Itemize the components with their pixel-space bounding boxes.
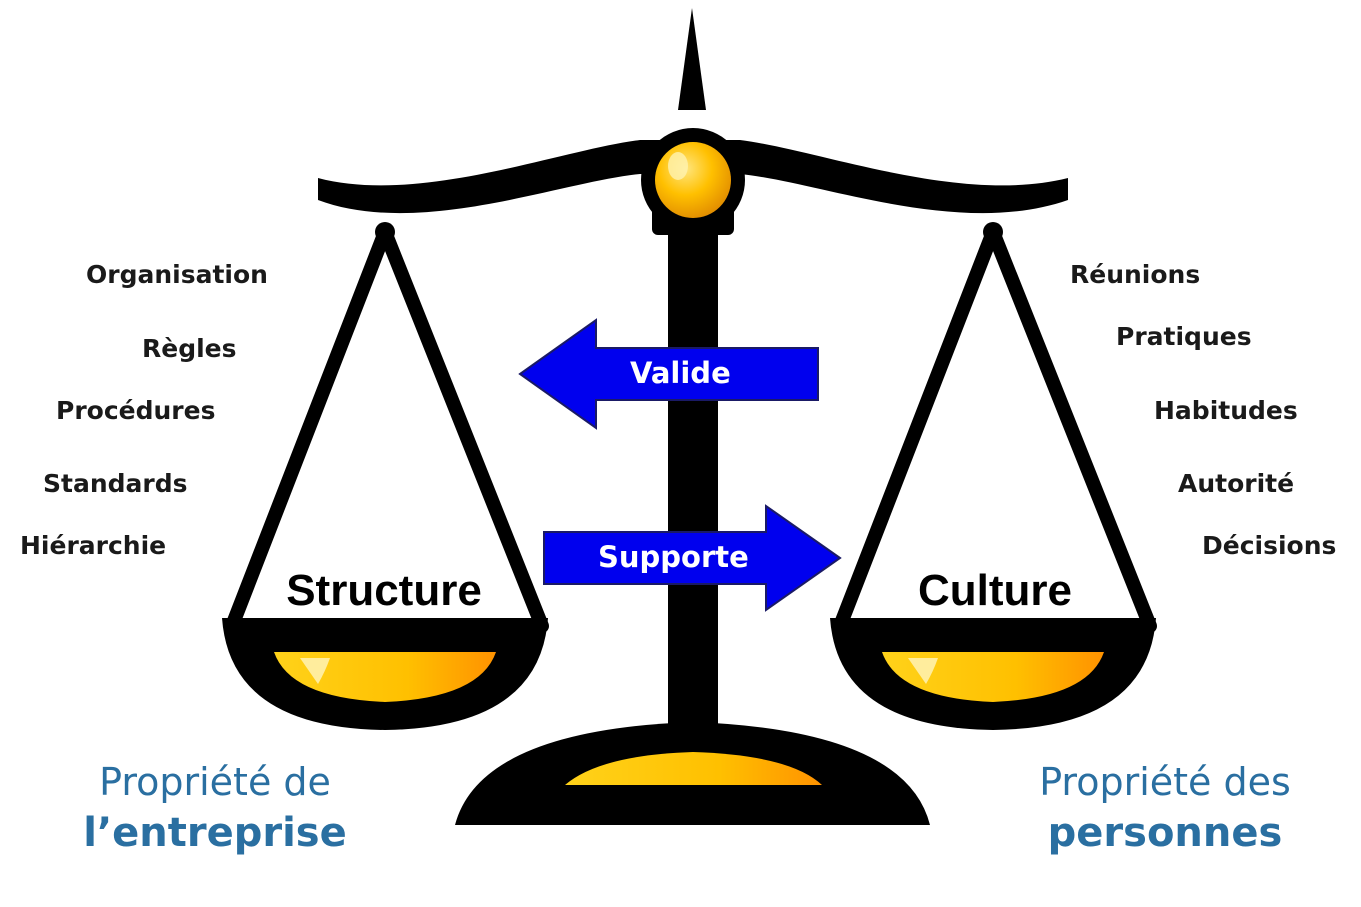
right-ownership-line2: personnes	[1047, 810, 1283, 856]
left-ownership-line1: Propriété de	[99, 760, 331, 804]
right-item-pratiques: Pratiques	[1116, 322, 1252, 351]
right-item-habitudes: Habitudes	[1154, 396, 1298, 425]
scale-beam	[318, 140, 1068, 214]
scale-spire	[678, 8, 706, 110]
left-item-hierarchie: Hiérarchie	[20, 531, 167, 560]
scale-pillar	[668, 200, 718, 740]
left-ownership-line2: l’entreprise	[83, 810, 347, 856]
left-ownership-caption: Propriété de l’entreprise	[70, 758, 360, 860]
right-ownership-line1: Propriété des	[1039, 760, 1291, 804]
supporte-label: Supporte	[598, 540, 749, 574]
valide-label: Valide	[630, 356, 731, 390]
left-item-organisation: Organisation	[86, 260, 268, 289]
right-item-autorite: Autorité	[1178, 469, 1295, 498]
left-item-regles: Règles	[142, 334, 237, 363]
left-item-standards: Standards	[43, 469, 188, 498]
right-item-decisions: Décisions	[1202, 531, 1337, 560]
culture-title: Culture	[918, 566, 1072, 615]
supporte-arrow	[543, 504, 842, 612]
structure-title: Structure	[286, 566, 482, 615]
right-ownership-caption: Propriété des personnes	[1010, 758, 1320, 860]
valide-arrow	[518, 318, 819, 430]
right-item-reunions: Réunions	[1070, 260, 1201, 289]
left-item-procedures: Procédures	[56, 396, 216, 425]
